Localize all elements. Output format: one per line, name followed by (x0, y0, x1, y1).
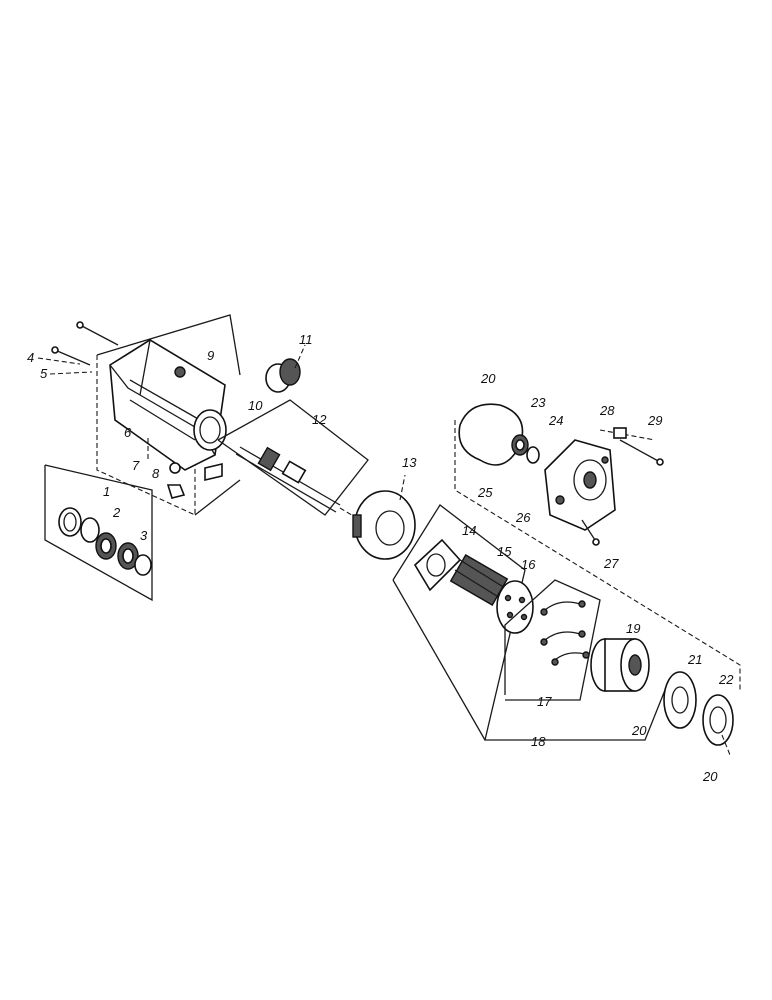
bracket-group-17 (504, 579, 601, 701)
bracket-group-20-29 (454, 420, 741, 690)
plug (613, 427, 627, 439)
callout-8: 8 (152, 466, 160, 481)
callout-12: 12 (312, 412, 327, 427)
retaining-ring (58, 507, 82, 537)
callout-19: 19 (626, 621, 640, 636)
callout-20-top: 20 (480, 371, 496, 386)
callout-25: 25 (477, 485, 493, 500)
gasket (458, 403, 524, 466)
callout-15: 15 (497, 544, 512, 559)
shaft-seal (511, 434, 529, 456)
callout-26: 26 (515, 510, 531, 525)
long-bolt (619, 439, 664, 466)
callout-11: 11 (299, 332, 313, 347)
bracket-group-9 (96, 314, 241, 516)
cam-ring (352, 474, 416, 560)
end-washer (702, 694, 734, 756)
callout-5: 5 (40, 366, 48, 381)
end-cover (544, 439, 616, 531)
callout-17: 17 (537, 694, 552, 709)
callout-3: 3 (140, 528, 148, 543)
callout-9: 9 (207, 348, 214, 363)
callout-10: 10 (248, 398, 263, 413)
swash-plate (496, 580, 534, 634)
callout-7: 7 (132, 458, 140, 473)
bracket-group-12 (217, 399, 369, 516)
bearing (265, 344, 306, 393)
o-ring (80, 517, 100, 543)
drive-shaft (235, 446, 361, 521)
bearing-set (95, 532, 152, 576)
callout-1: 1 (103, 484, 110, 499)
callout-labels: 1 2 3 4 5 6 7 8 9 10 11 12 13 14 15 16 1… (27, 332, 734, 784)
callout-6: 6 (124, 425, 132, 440)
callout-4: 4 (27, 350, 34, 365)
callout-14: 14 (462, 523, 476, 538)
callout-21: 21 (687, 652, 702, 667)
callout-24: 24 (548, 413, 563, 428)
port-plate (663, 671, 697, 729)
callout-20-bottom: 20 (702, 769, 718, 784)
callout-20-mid: 20 (631, 723, 647, 738)
callout-28: 28 (599, 403, 615, 418)
callout-13: 13 (402, 455, 417, 470)
pump-housing (109, 339, 227, 499)
snap-ring (526, 446, 540, 464)
callout-16: 16 (521, 557, 536, 572)
housing-bolts (37, 321, 119, 375)
spring-clips (540, 600, 590, 666)
callout-23: 23 (530, 395, 546, 410)
rotor (590, 638, 650, 692)
callout-27: 27 (603, 556, 619, 571)
callout-29: 29 (647, 413, 662, 428)
callout-2: 2 (112, 505, 121, 520)
bracket-group-1-3 (44, 464, 153, 602)
callout-22: 22 (718, 672, 734, 687)
callout-18: 18 (531, 734, 546, 749)
cover-screw (581, 519, 600, 546)
